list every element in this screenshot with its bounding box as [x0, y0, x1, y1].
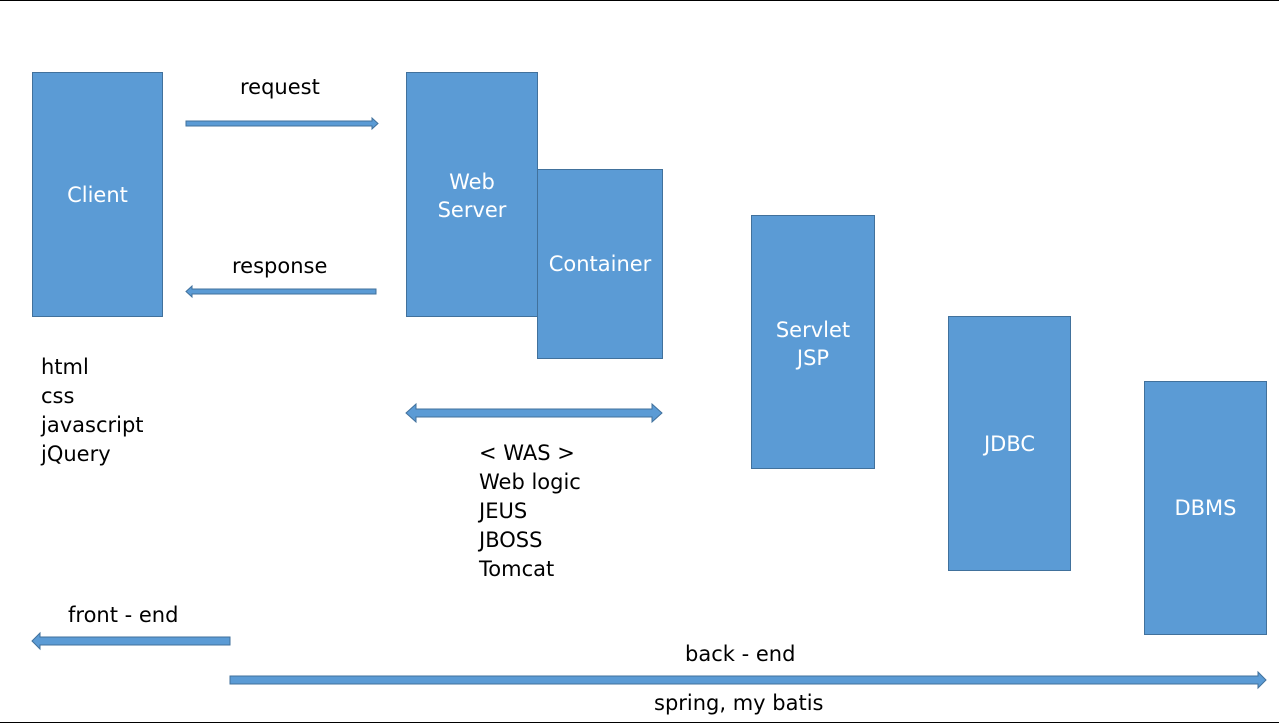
was-list: < WAS > Web logic JEUS JBOSS Tomcat [479, 439, 581, 584]
back-end-label: back - end [685, 642, 796, 666]
servlet-label: Servlet [775, 318, 851, 342]
servlet-jsp-box: Servlet JSP [751, 215, 875, 469]
client-tech-item: jQuery [41, 442, 111, 466]
front-end-label: front - end [68, 603, 179, 627]
back-end-arrow [229, 670, 1267, 690]
dbms-box: DBMS [1144, 381, 1267, 635]
client-tech-item: javascript [41, 413, 144, 437]
client-tech-list: html css javascript jQuery [41, 353, 144, 469]
jdbc-box: JDBC [948, 316, 1071, 571]
container-label: Container [548, 252, 652, 276]
jdbc-label: JDBC [983, 431, 1036, 456]
client-label: Client [67, 182, 128, 207]
front-end-arrow [31, 631, 231, 651]
web-server-label-line1: Web [449, 170, 495, 194]
web-server-box: Web Server [406, 72, 538, 317]
jsp-label: JSP [796, 346, 830, 370]
web-server-label-line2: Server [437, 198, 507, 222]
client-box: Client [32, 72, 163, 317]
was-product-item: JBOSS [479, 528, 543, 552]
request-label: request [240, 75, 320, 99]
response-arrow [185, 284, 377, 299]
was-span-arrow [405, 402, 663, 424]
was-product-item: Web logic [479, 470, 581, 494]
was-product-item: JEUS [479, 499, 528, 523]
dbms-label: DBMS [1174, 496, 1237, 520]
was-product-item: Tomcat [479, 557, 555, 581]
was-heading: < WAS > [479, 441, 575, 465]
back-end-stack-label: spring, my batis [654, 691, 824, 715]
container-box: Container [537, 169, 663, 359]
request-arrow [185, 116, 379, 131]
client-tech-item: css [41, 384, 75, 408]
response-label: response [232, 254, 328, 278]
client-tech-item: html [41, 355, 89, 379]
